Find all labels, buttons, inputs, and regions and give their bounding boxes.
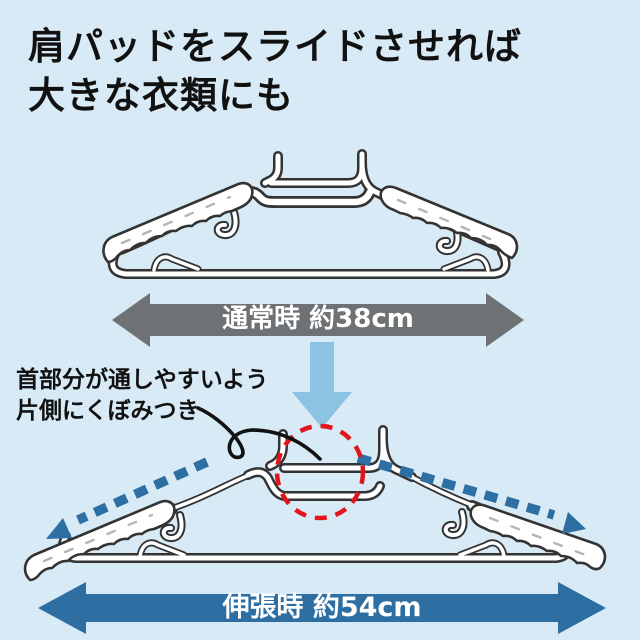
neck-notch-highlight-circle	[274, 423, 366, 521]
shoulder-pad-left	[102, 181, 254, 264]
normal-width-label: 通常時 約38cm	[222, 304, 414, 334]
shoulder-pad-right	[379, 185, 519, 260]
slide-direction-arrow-right	[356, 453, 586, 534]
pad-stitch-marks-left	[120, 195, 232, 245]
slide-down-arrow-icon	[292, 342, 352, 428]
title-line-1: 肩パッドをスライドさせれば	[28, 25, 522, 68]
pad-stitch-marks-left-extended	[42, 513, 154, 563]
annotation-line-1: 首部分が通しやすいよう	[16, 367, 269, 393]
slide-direction-arrow-left	[46, 457, 209, 539]
annotation-leader-line	[196, 406, 322, 461]
pad-stitch-marks-right-extended	[488, 516, 590, 558]
extended-hanger-illustration	[23, 423, 607, 582]
normal-width-arrow	[112, 293, 524, 347]
page-title: 肩パッドをスライドさせれば 大きな衣類にも	[28, 22, 522, 120]
pad-stitch-marks-right	[396, 198, 504, 246]
shoulder-pad-left-extended	[23, 499, 176, 582]
normal-hanger-illustration	[102, 154, 519, 274]
annotation-line-2: 片側にくぼみつき	[16, 398, 200, 424]
extended-width-arrow	[38, 582, 606, 634]
title-line-2: 大きな衣類にも	[28, 74, 294, 117]
extended-width-label: 伸張時 約54cm	[222, 592, 422, 623]
notch-annotation: 首部分が通しやすいよう 片側にくぼみつき	[16, 365, 268, 427]
